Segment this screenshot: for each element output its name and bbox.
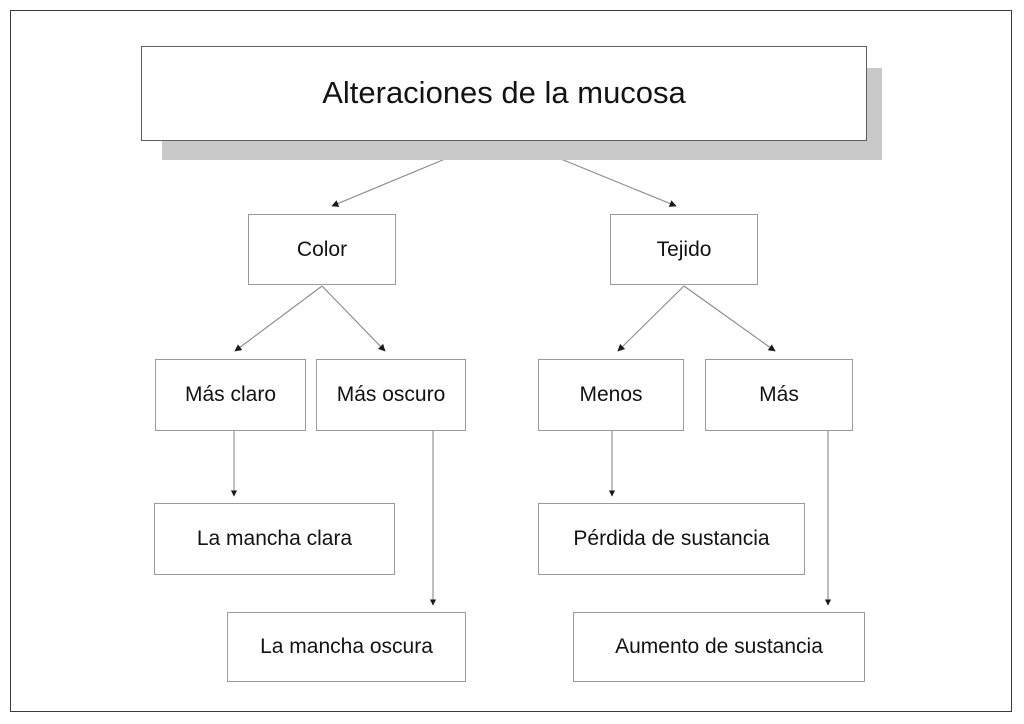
node-mancha-oscura[interactable]: La mancha oscura bbox=[227, 612, 466, 682]
node-tejido[interactable]: Tejido bbox=[610, 214, 758, 285]
node-aumento-de-sustancia[interactable]: Aumento de sustancia bbox=[573, 612, 865, 682]
node-mancha-clara[interactable]: La mancha clara bbox=[154, 503, 395, 575]
node-mas[interactable]: Más bbox=[705, 359, 853, 431]
edge-tejido-to-mas bbox=[683, 285, 776, 352]
edge-tejido-to-menos bbox=[617, 285, 685, 352]
edge-root-to-tejido bbox=[555, 156, 677, 207]
edge-root-to-color bbox=[331, 156, 451, 207]
node-mas-oscuro[interactable]: Más oscuro bbox=[316, 359, 466, 431]
node-perdida-de-sustancia[interactable]: Pérdida de sustancia bbox=[538, 503, 805, 575]
node-menos[interactable]: Menos bbox=[538, 359, 684, 431]
edge-color-to-mas-claro bbox=[234, 285, 323, 352]
node-color[interactable]: Color bbox=[248, 214, 396, 285]
node-mas-claro[interactable]: Más claro bbox=[155, 359, 306, 431]
page-frame bbox=[10, 10, 1012, 712]
node-root[interactable]: Alteraciones de la mucosa bbox=[141, 46, 867, 141]
edge-color-to-mas-oscuro bbox=[321, 285, 386, 352]
